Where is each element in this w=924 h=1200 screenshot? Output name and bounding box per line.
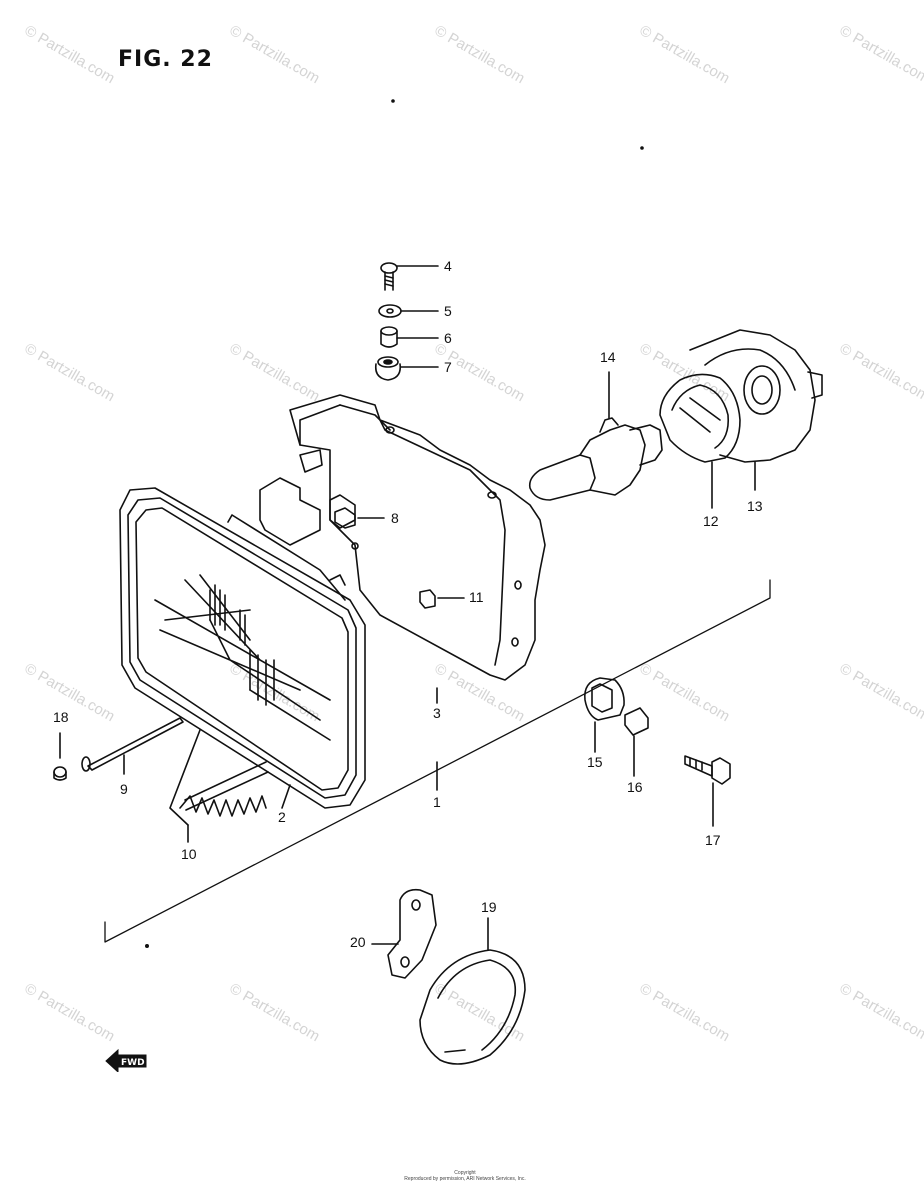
screw-9 bbox=[81, 717, 184, 775]
bulb-14 bbox=[528, 371, 663, 501]
lens-19 bbox=[419, 917, 526, 1065]
bulb-16 bbox=[624, 707, 649, 777]
callout-18: 18 bbox=[53, 709, 69, 725]
dust-cover-13 bbox=[689, 329, 823, 491]
callout-6: 6 bbox=[444, 330, 452, 346]
fwd-arrow-icon: FWD bbox=[105, 1048, 147, 1072]
callout-19: 19 bbox=[481, 899, 497, 915]
callout-2: 2 bbox=[278, 809, 286, 825]
assembly-bracket-lines bbox=[104, 579, 771, 943]
copyright-line-1: Copyright bbox=[454, 1170, 476, 1176]
copyright-line-2: Reproduced by permission, ARI Network Se… bbox=[404, 1176, 526, 1182]
grommet-7 bbox=[374, 356, 439, 381]
callout-16: 16 bbox=[627, 779, 643, 795]
callout-3: 3 bbox=[433, 705, 441, 721]
bolt-17 bbox=[684, 755, 731, 827]
callout-8: 8 bbox=[391, 510, 399, 526]
socket-15 bbox=[583, 677, 625, 753]
headlight-housing-3 bbox=[259, 394, 546, 681]
fwd-label: FWD bbox=[121, 1058, 145, 1068]
callout-13: 13 bbox=[747, 498, 763, 514]
spring-10 bbox=[169, 729, 269, 843]
figure-title: FIG. 22 bbox=[118, 47, 213, 72]
callout-1: 1 bbox=[433, 794, 441, 810]
callout-7: 7 bbox=[444, 359, 452, 375]
socket-12 bbox=[659, 373, 741, 509]
callout-14: 14 bbox=[600, 349, 616, 365]
clip-8 bbox=[334, 507, 385, 529]
callout-12: 12 bbox=[703, 513, 719, 529]
washer-5 bbox=[378, 304, 439, 318]
screw-4 bbox=[380, 262, 439, 291]
bracket-20 bbox=[371, 888, 437, 979]
headlight-lens-2 bbox=[119, 487, 366, 809]
nut-18 bbox=[53, 732, 67, 781]
callout-17: 17 bbox=[705, 832, 721, 848]
callout-5: 5 bbox=[444, 303, 452, 319]
clip-11 bbox=[419, 589, 465, 609]
callout-9: 9 bbox=[120, 781, 128, 797]
callout-10: 10 bbox=[181, 846, 197, 862]
leader-2 bbox=[281, 784, 291, 809]
callout-4: 4 bbox=[444, 258, 452, 274]
copyright-notice: Copyright Reproduced by permission, ARI … bbox=[330, 1170, 600, 1182]
callout-15: 15 bbox=[587, 754, 603, 770]
callout-20: 20 bbox=[350, 934, 366, 950]
callout-11: 11 bbox=[469, 589, 484, 605]
collar-6 bbox=[380, 326, 439, 348]
